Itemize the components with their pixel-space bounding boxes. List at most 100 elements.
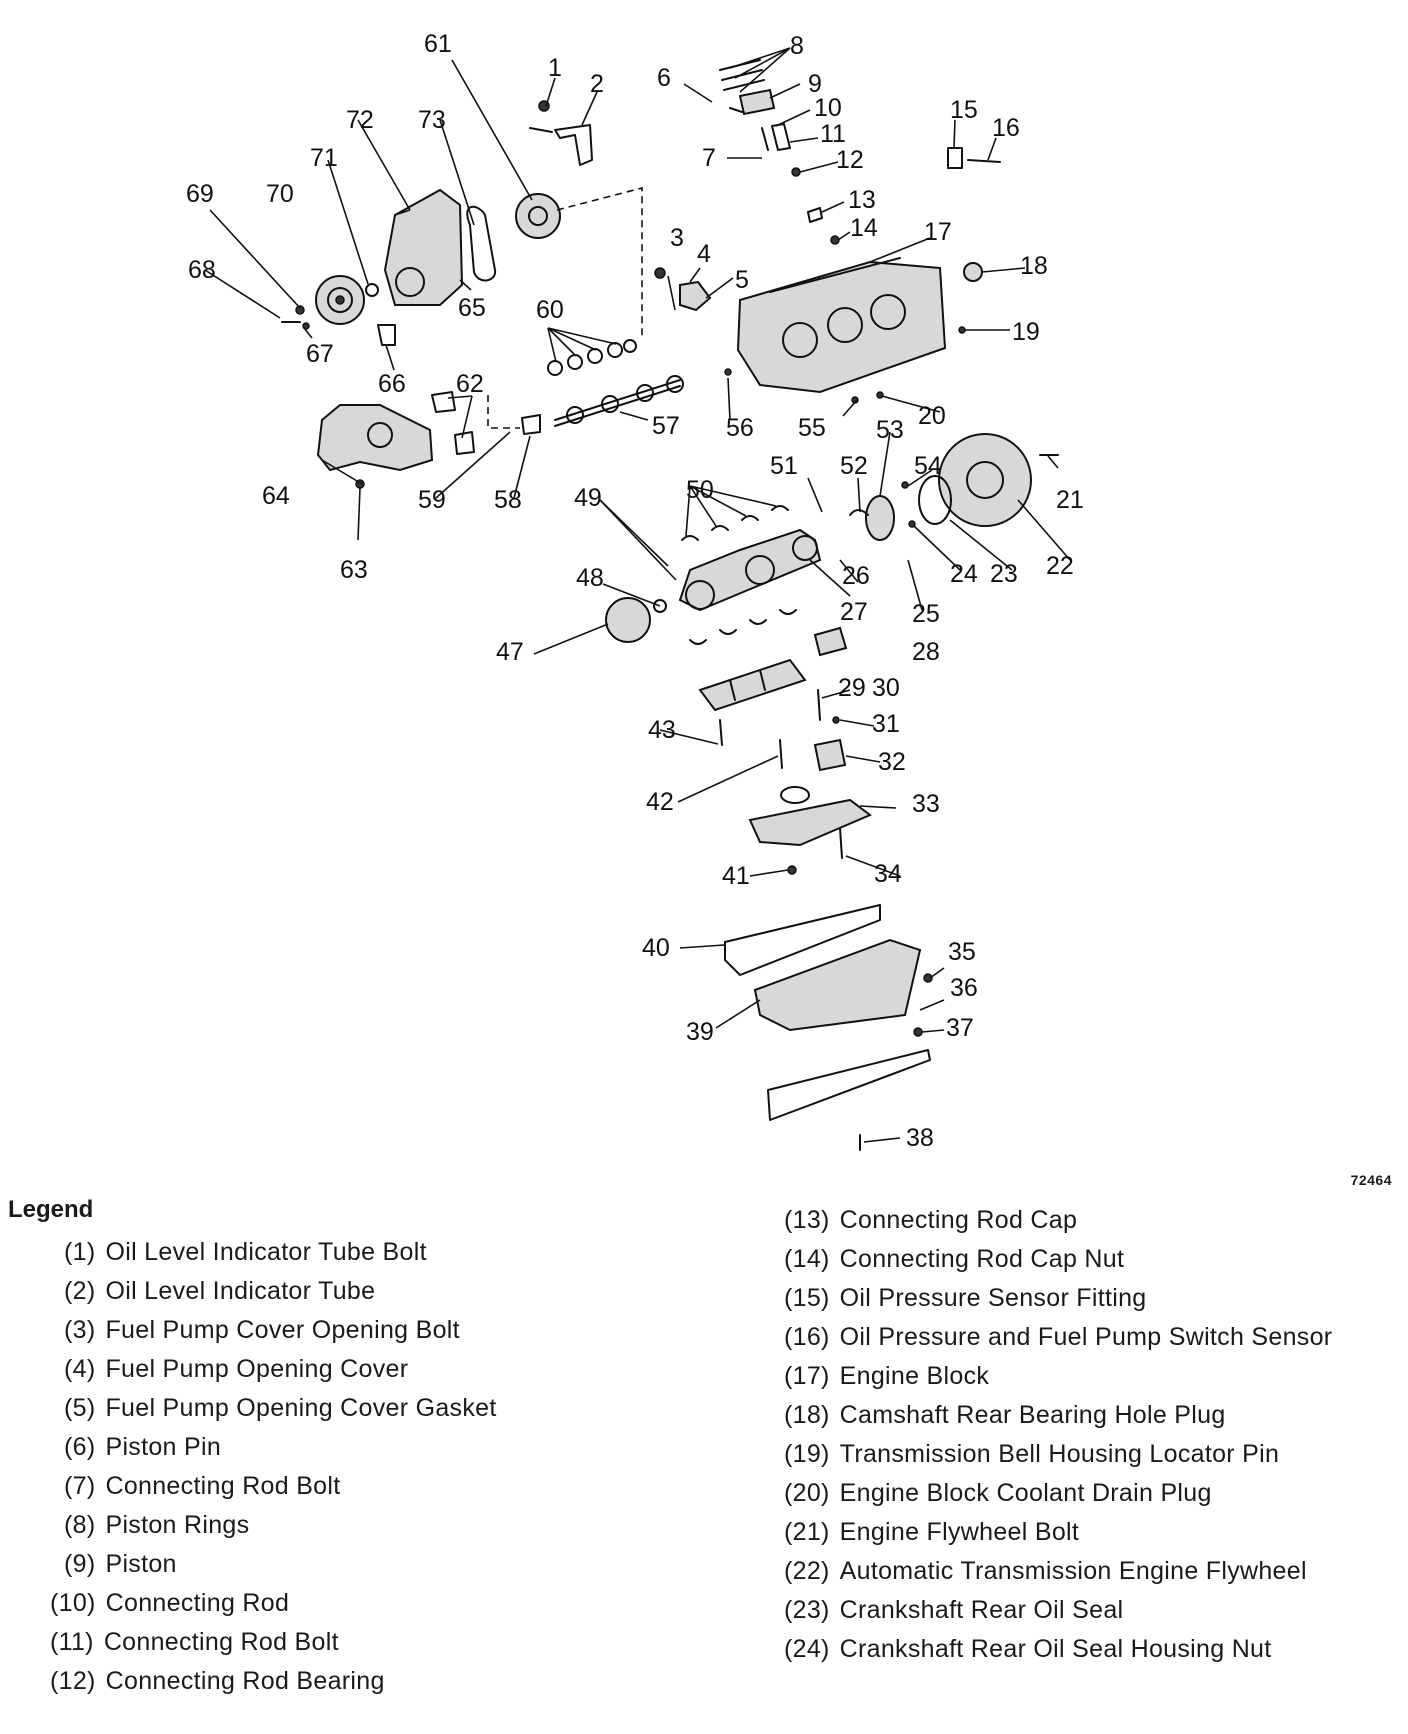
legend-num: (13) bbox=[784, 1206, 830, 1234]
callout-18: 18 bbox=[1020, 252, 1048, 280]
legend-item-13: (13) Connecting Rod Cap bbox=[784, 1206, 1077, 1235]
legend-item-20: (20)Engine Block Coolant Drain Plug bbox=[784, 1479, 1212, 1508]
legend-num: (19) bbox=[784, 1440, 830, 1468]
callout-38: 38 bbox=[906, 1124, 934, 1152]
balancer-bolt-washer bbox=[302, 322, 310, 330]
callout-27: 27 bbox=[840, 598, 868, 626]
callout-60: 60 bbox=[536, 296, 564, 324]
callout-1: 1 bbox=[548, 54, 562, 82]
legend-num: (5) bbox=[64, 1394, 96, 1422]
legend-item-19: (19) Transmission Bell Housing Locator Pi… bbox=[784, 1440, 1279, 1469]
callout-12: 12 bbox=[836, 146, 864, 174]
legend-text: Engine Block bbox=[839, 1362, 990, 1390]
oil-pan-drain-plug bbox=[923, 973, 933, 983]
rear-seal-housing bbox=[865, 495, 895, 541]
callout-30: 30 bbox=[872, 674, 900, 702]
deflector-nut bbox=[787, 865, 797, 875]
legend-text: Oil Pressure Sensor Fitting bbox=[839, 1284, 1147, 1312]
legend-num: (8) bbox=[64, 1511, 96, 1539]
callout-labels: 1 2 3 4 5 6 7 8 9 10 11 12 13 14 15 16 1… bbox=[186, 30, 1084, 1152]
callout-6: 6 bbox=[657, 64, 671, 92]
callout-25: 25 bbox=[912, 600, 940, 628]
callout-73: 73 bbox=[418, 106, 446, 134]
callout-52: 52 bbox=[840, 452, 868, 480]
crankshaft-balancer bbox=[315, 275, 365, 325]
callout-66: 66 bbox=[378, 370, 406, 398]
legend-num: (3) bbox=[64, 1316, 96, 1344]
legend-num: (10) bbox=[50, 1589, 96, 1617]
legend-text: Connecting Rod Cap bbox=[839, 1206, 1078, 1234]
callout-56: 56 bbox=[726, 414, 754, 442]
oil-pan bbox=[753, 938, 922, 1032]
callout-32: 32 bbox=[878, 748, 906, 776]
oil-deflector bbox=[748, 798, 872, 847]
callout-22: 22 bbox=[1046, 552, 1074, 580]
deflector-bolt bbox=[839, 827, 843, 859]
callout-43: 43 bbox=[648, 716, 676, 744]
callout-57: 57 bbox=[652, 412, 680, 440]
callout-2: 2 bbox=[590, 70, 604, 98]
legend-item-6: (6) Piston Pin bbox=[64, 1433, 221, 1462]
callout-54: 54 bbox=[914, 452, 942, 480]
flywheel bbox=[938, 433, 1032, 527]
legend-num: (23) bbox=[784, 1596, 830, 1624]
legend-text: Oil Level Indicator Tube Bolt bbox=[105, 1238, 427, 1266]
callout-5: 5 bbox=[735, 266, 749, 294]
legend-num: (9) bbox=[64, 1550, 96, 1578]
callout-58: 58 bbox=[494, 486, 522, 514]
callout-63: 63 bbox=[340, 556, 368, 584]
callout-70: 70 bbox=[266, 180, 294, 208]
legend-num: (17) bbox=[784, 1362, 830, 1390]
engine-exploded-view: 1 2 3 4 5 6 7 8 9 10 11 12 13 14 15 16 1… bbox=[186, 30, 1084, 1152]
legend-text: Connecting Rod Bolt bbox=[103, 1628, 339, 1656]
oil-pan-stud bbox=[913, 1027, 923, 1037]
callout-11: 11 bbox=[820, 120, 846, 148]
legend-text: Piston Rings bbox=[105, 1511, 250, 1539]
callout-24: 24 bbox=[950, 560, 978, 588]
legend-num: (20) bbox=[784, 1479, 830, 1507]
engine-front-cover bbox=[383, 188, 464, 306]
leader-lines bbox=[204, 47, 1071, 1143]
legend-num: (1) bbox=[64, 1238, 96, 1266]
callout-26: 26 bbox=[842, 562, 870, 590]
callout-67: 67 bbox=[306, 340, 334, 368]
front-seal-ring bbox=[365, 283, 379, 297]
thrust-bearing bbox=[849, 509, 869, 516]
callout-37: 37 bbox=[946, 1014, 974, 1042]
bell-housing-pin bbox=[958, 326, 966, 334]
callout-47: 47 bbox=[496, 638, 524, 666]
oil-pan-cover bbox=[767, 1049, 931, 1121]
callout-69: 69 bbox=[186, 180, 214, 208]
callout-53: 53 bbox=[876, 416, 904, 444]
oil-pan-gasket bbox=[724, 904, 881, 976]
legend-text: Piston Pin bbox=[105, 1433, 222, 1461]
callout-59: 59 bbox=[418, 486, 446, 514]
callout-68: 68 bbox=[188, 256, 216, 284]
fuel-pump-cover bbox=[679, 280, 712, 312]
cam-sensor bbox=[377, 324, 396, 346]
legend-num: (18) bbox=[784, 1401, 830, 1429]
callout-48: 48 bbox=[576, 564, 604, 592]
legend-item-7: (7)Connecting Rod Bolt bbox=[64, 1472, 340, 1501]
legend-num: (6) bbox=[64, 1433, 96, 1461]
coolant-drain-plug bbox=[876, 391, 884, 399]
legend-text: Transmission Bell Housing Locator Pin bbox=[839, 1440, 1280, 1468]
callout-28: 28 bbox=[912, 638, 940, 666]
main-bolt bbox=[719, 719, 723, 746]
callout-35: 35 bbox=[948, 938, 976, 966]
callout-10: 10 bbox=[814, 94, 842, 122]
legend-num: (14) bbox=[784, 1245, 830, 1273]
legend-item-1: (1) Oil Level Indicator Tube Bolt bbox=[64, 1238, 427, 1267]
legend-item-15: (15)Oil Pressure Sensor Fitting bbox=[784, 1284, 1147, 1313]
cam-bearings bbox=[547, 339, 637, 376]
oil-pressure-fitting bbox=[947, 147, 963, 169]
rear-housing-nut bbox=[908, 520, 916, 528]
engine-block bbox=[736, 257, 947, 394]
legend-text: Crankshaft Rear Oil Seal bbox=[839, 1596, 1124, 1624]
callout-51: 51 bbox=[770, 452, 798, 480]
legend-item-2: (2)Oil Level Indicator Tube bbox=[64, 1277, 375, 1306]
rear-oil-seal bbox=[918, 475, 952, 525]
callout-55: 55 bbox=[798, 414, 826, 442]
pickup-screen bbox=[780, 786, 810, 804]
oil-pressure-sensor bbox=[967, 159, 1001, 163]
